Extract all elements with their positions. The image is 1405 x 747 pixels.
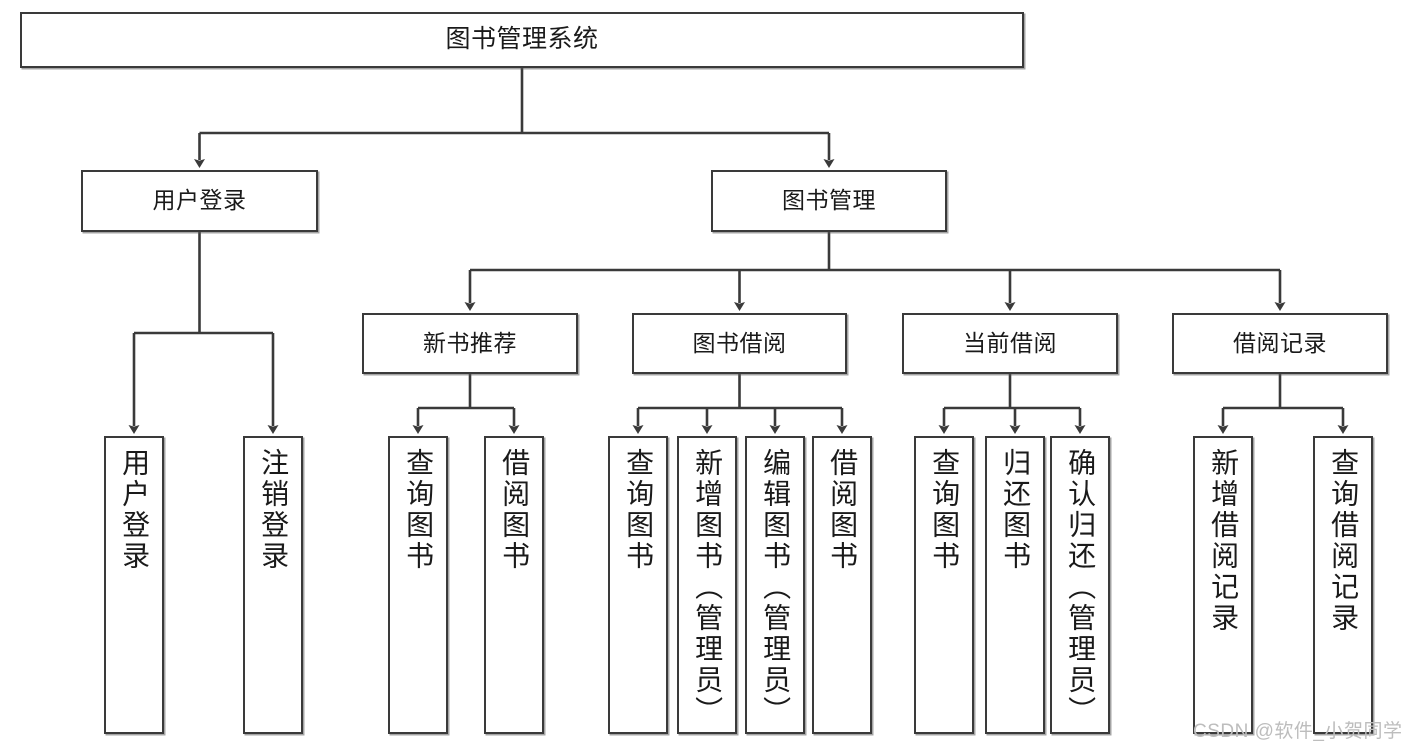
node-label: 新书推荐 bbox=[423, 329, 517, 356]
node-label: 确认归还（管理员） bbox=[1065, 448, 1097, 727]
node-label: 新增图书（管理员） bbox=[692, 448, 724, 727]
node-label: 归还图书 bbox=[1000, 448, 1032, 572]
watermark-text: CSDN @软件_小贺同学 bbox=[1193, 721, 1403, 742]
node-leaf-query-book-1[interactable]: 查询图书 bbox=[388, 436, 448, 734]
node-leaf-logout[interactable]: 注销登录 bbox=[243, 436, 303, 734]
node-label: 图书借阅 bbox=[692, 329, 787, 356]
node-current-borrow[interactable]: 当前借阅 bbox=[902, 313, 1118, 374]
node-user-login[interactable]: 用户登录 bbox=[81, 170, 318, 232]
node-leaf-query-book-3[interactable]: 查询图书 bbox=[914, 436, 974, 734]
node-root[interactable]: 图书管理系统 bbox=[20, 12, 1024, 68]
node-label: 注销登录 bbox=[258, 448, 290, 572]
node-label: 查询图书 bbox=[623, 448, 655, 572]
node-label: 查询图书 bbox=[403, 448, 435, 572]
node-leaf-add-record[interactable]: 新增借阅记录 bbox=[1193, 436, 1253, 734]
node-book-borrow[interactable]: 图书借阅 bbox=[632, 313, 847, 374]
node-label: 用户登录 bbox=[152, 187, 247, 214]
node-label: 图书管理 bbox=[782, 187, 876, 214]
node-label: 当前借阅 bbox=[963, 329, 1057, 356]
node-borrow-record[interactable]: 借阅记录 bbox=[1172, 313, 1388, 374]
node-book-manage[interactable]: 图书管理 bbox=[711, 170, 947, 232]
node-leaf-query-book-2[interactable]: 查询图书 bbox=[608, 436, 668, 734]
node-new-book-recommend[interactable]: 新书推荐 bbox=[362, 313, 578, 374]
node-label: 新增借阅记录 bbox=[1208, 448, 1240, 634]
node-leaf-user-login[interactable]: 用户登录 bbox=[104, 436, 164, 734]
node-leaf-query-record[interactable]: 查询借阅记录 bbox=[1313, 436, 1373, 734]
node-leaf-add-book[interactable]: 新增图书（管理员） bbox=[677, 436, 737, 734]
node-leaf-borrow-book-1[interactable]: 借阅图书 bbox=[484, 436, 544, 734]
node-label: 用户登录 bbox=[119, 448, 151, 572]
node-label: 借阅图书 bbox=[827, 448, 859, 572]
node-label: 借阅记录 bbox=[1233, 329, 1327, 356]
node-leaf-confirm-return[interactable]: 确认归还（管理员） bbox=[1050, 436, 1110, 734]
node-leaf-edit-book[interactable]: 编辑图书（管理员） bbox=[745, 436, 805, 734]
node-label: 借阅图书 bbox=[499, 448, 531, 572]
node-label: 编辑图书（管理员） bbox=[760, 448, 792, 727]
node-label: 查询图书 bbox=[929, 448, 961, 572]
node-label: 图书管理系统 bbox=[445, 25, 599, 54]
node-leaf-borrow-book-2[interactable]: 借阅图书 bbox=[812, 436, 872, 734]
node-label: 查询借阅记录 bbox=[1328, 448, 1360, 634]
node-leaf-return-book[interactable]: 归还图书 bbox=[985, 436, 1045, 734]
